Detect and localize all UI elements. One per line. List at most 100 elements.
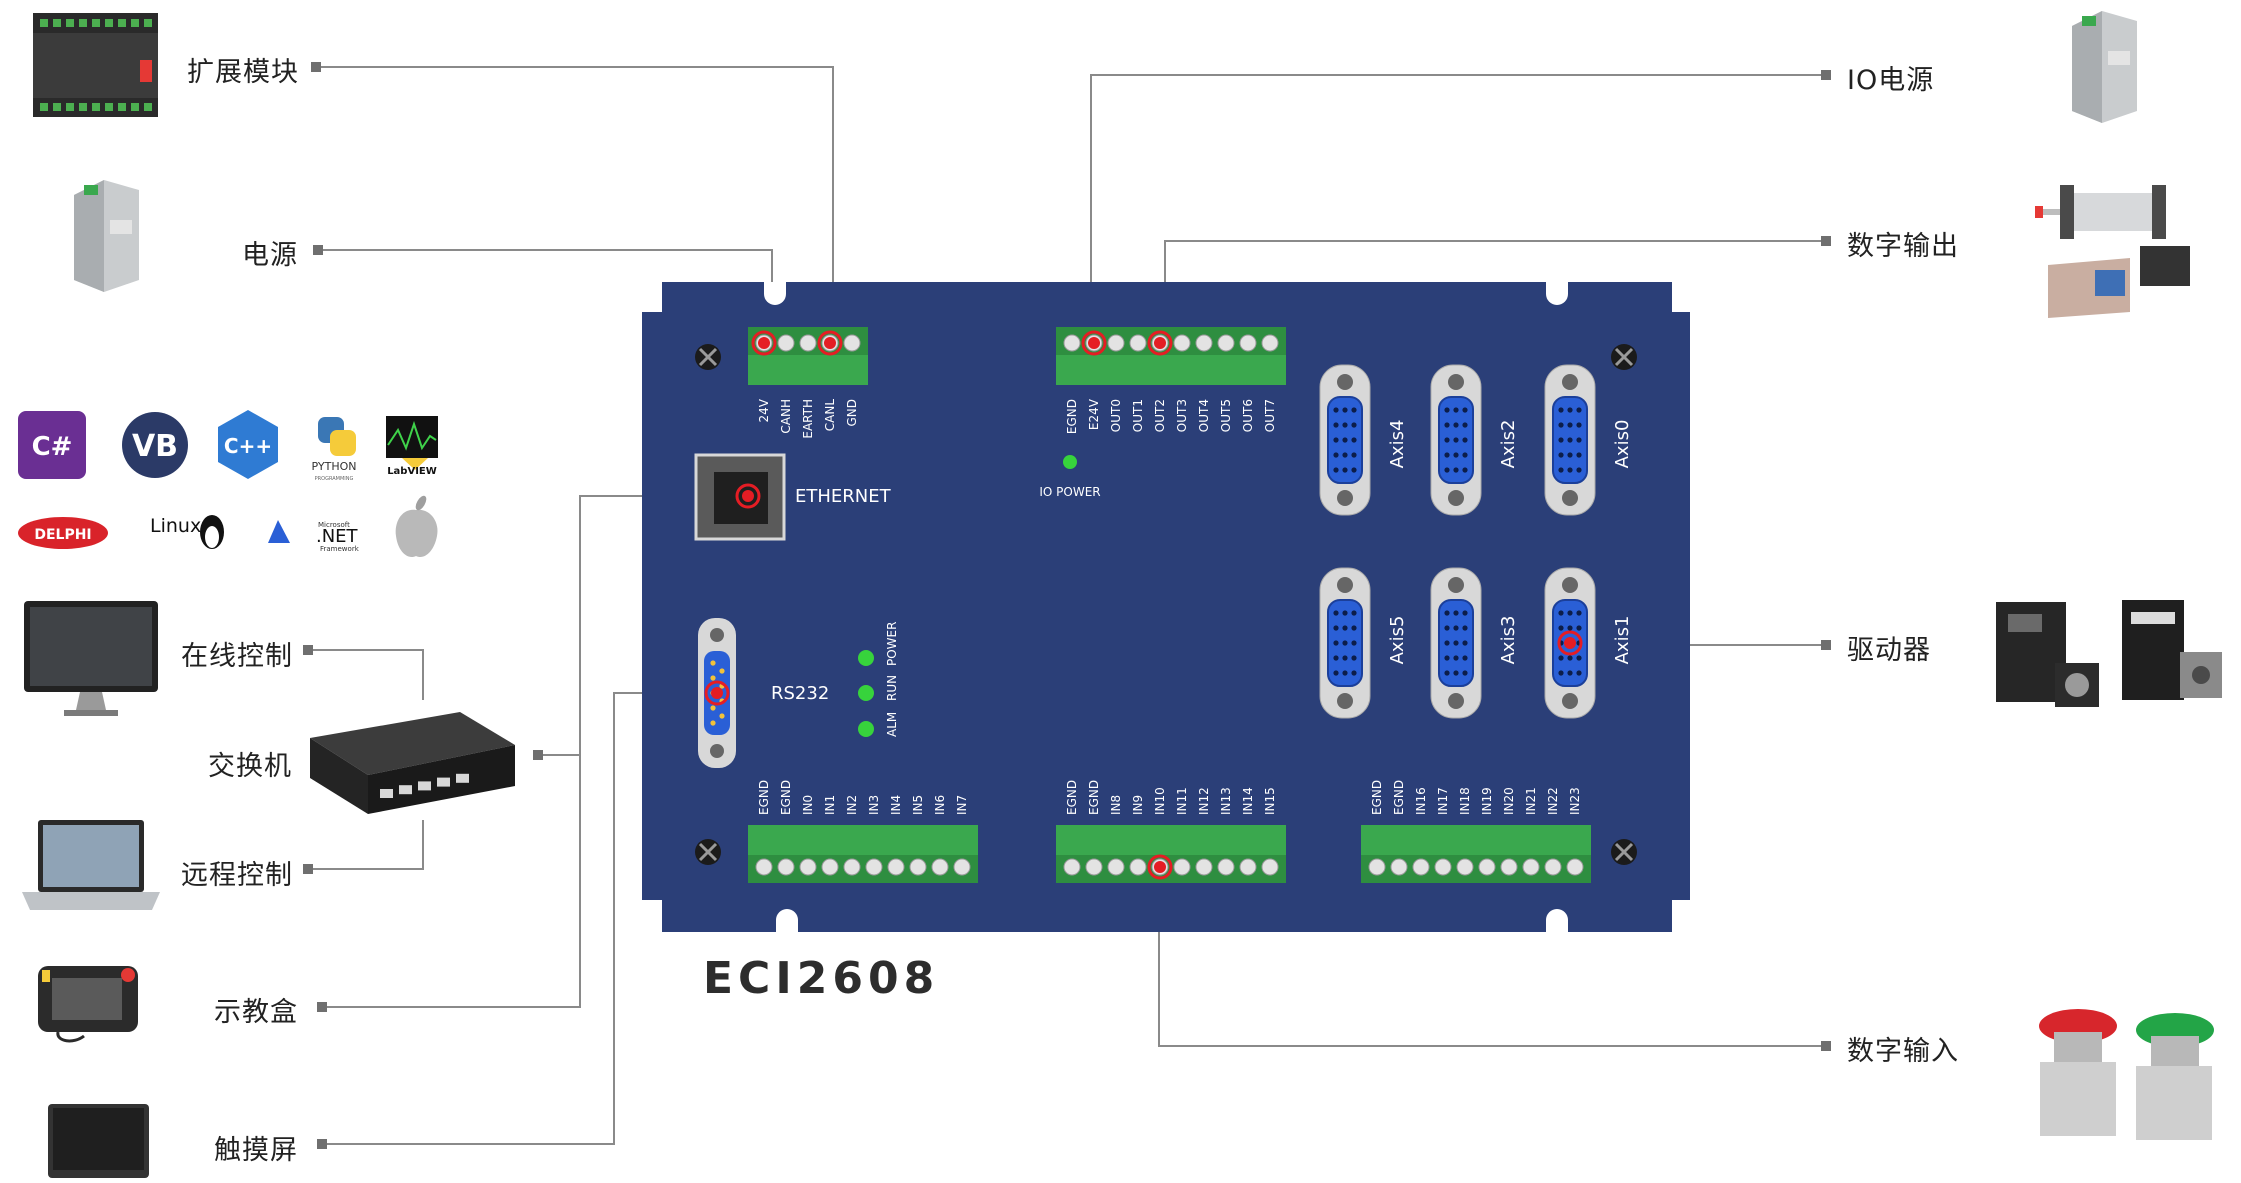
ethernet-label: ETHERNET <box>795 486 892 507</box>
db-pin <box>1453 610 1459 616</box>
axis-label: Axis4 <box>1387 420 1408 469</box>
db-screw <box>1448 693 1464 709</box>
axis-label: Axis1 <box>1612 616 1633 665</box>
db9-pin <box>710 660 716 666</box>
switch-port <box>437 777 450 787</box>
terminal-pin-label: OUT6 <box>1241 399 1255 432</box>
connection-marker-dot <box>1154 861 1166 873</box>
terminal-screw <box>1500 858 1518 876</box>
db-pin <box>1462 655 1468 661</box>
db-pin <box>1453 670 1459 676</box>
module-terminal <box>40 19 48 27</box>
switch-port <box>456 773 469 783</box>
cylinder-tip <box>2035 206 2043 218</box>
terminal-screw <box>1085 858 1103 876</box>
dotnet-logo-sub: Framework <box>320 545 360 553</box>
db-pin <box>1567 655 1573 661</box>
axis-label: Axis0 <box>1612 420 1633 469</box>
terminal-pin-label: IN13 <box>1219 787 1233 815</box>
db-pin <box>1462 407 1468 413</box>
csharp-logo-text: C# <box>32 432 73 462</box>
connection-marker <box>704 680 730 706</box>
terminal-screw <box>821 858 839 876</box>
connection-marker <box>751 330 777 356</box>
connection-marker-dot <box>1088 337 1100 349</box>
dotnet-logo-mark <box>268 520 290 543</box>
db-pin <box>1351 452 1357 458</box>
db-pin <box>1333 422 1339 428</box>
db-pin <box>1567 670 1573 676</box>
servo-driver-image <box>1996 600 2222 707</box>
db-pin <box>1453 655 1459 661</box>
db-pin <box>1567 467 1573 473</box>
db9-pin <box>710 720 716 726</box>
wire-teach-pendant <box>322 747 581 1008</box>
wire-end-marker <box>1821 236 1831 246</box>
db-pin <box>1558 407 1564 413</box>
cylinder-rod <box>2040 209 2064 215</box>
switch-top <box>310 712 515 775</box>
status-led-label: POWER <box>885 622 899 666</box>
db-pin <box>1351 407 1357 413</box>
db-pin <box>1342 467 1348 473</box>
terminal-screw <box>1239 858 1257 876</box>
status-led-label: ALM <box>885 712 899 737</box>
module-terminal <box>53 103 61 111</box>
terminal-screw <box>1063 858 1081 876</box>
drive-2-label <box>2131 612 2175 624</box>
terminal-pin-label: IN21 <box>1524 787 1538 815</box>
terminal-pin-label: IN23 <box>1568 787 1582 815</box>
db-pin <box>1333 407 1339 413</box>
wire-expansion <box>316 66 834 355</box>
db-pin <box>1333 655 1339 661</box>
cpp-logo-text: C++ <box>224 434 272 458</box>
db-pin <box>1576 655 1582 661</box>
pendant-screen <box>52 978 122 1020</box>
connection-marker-dot <box>1154 337 1166 349</box>
db-screw <box>1562 577 1578 593</box>
switch-port <box>399 785 412 795</box>
connection-marker <box>1147 854 1173 880</box>
connection-marker-dot <box>824 337 836 349</box>
db-pin <box>1576 422 1582 428</box>
db-pin <box>1342 452 1348 458</box>
terminal-pin-label: IN5 <box>911 795 925 815</box>
tux-belly <box>205 526 219 548</box>
db-pin <box>1444 407 1450 413</box>
terminal-pin-label: EGND <box>779 780 793 815</box>
terminal-screw <box>1217 858 1235 876</box>
labview-shape <box>402 458 428 470</box>
db-pin <box>1351 467 1357 473</box>
vb-logo <box>122 412 188 478</box>
dotnet-logo-top: Microsoft <box>318 521 350 529</box>
db-pin <box>1453 467 1459 473</box>
motor-1-shaft <box>2065 673 2089 697</box>
db-pin <box>1342 437 1348 443</box>
axis-label: Axis5 <box>1387 616 1408 665</box>
screw-icon <box>1611 344 1637 370</box>
db-pin <box>1342 407 1348 413</box>
db-pin <box>1567 452 1573 458</box>
db-pin <box>1333 467 1339 473</box>
db-pin <box>1453 407 1459 413</box>
terminal-screw <box>1195 858 1213 876</box>
terminal-pin-label: EGND <box>1065 780 1079 815</box>
module-terminal <box>79 19 87 27</box>
terminal-screw <box>1368 858 1386 876</box>
axis-connector-axis5 <box>1319 567 1371 719</box>
axis-connector-axis4 <box>1319 364 1371 516</box>
terminal-pin-label: EGND <box>1370 780 1384 815</box>
wire-io-power <box>1090 74 1826 355</box>
cpp-logo <box>218 410 278 479</box>
connection-marker-dot <box>1564 637 1576 649</box>
db-pin <box>1351 670 1357 676</box>
psu-terminal <box>84 185 98 195</box>
module-terminal <box>92 19 100 27</box>
module-terminal <box>118 19 126 27</box>
wire-end-marker <box>311 62 321 72</box>
connection-marker <box>817 330 843 356</box>
wire-online <box>308 649 424 700</box>
wire-end-marker <box>1821 70 1831 80</box>
db-pin <box>1558 437 1564 443</box>
db-screw <box>1337 374 1353 390</box>
